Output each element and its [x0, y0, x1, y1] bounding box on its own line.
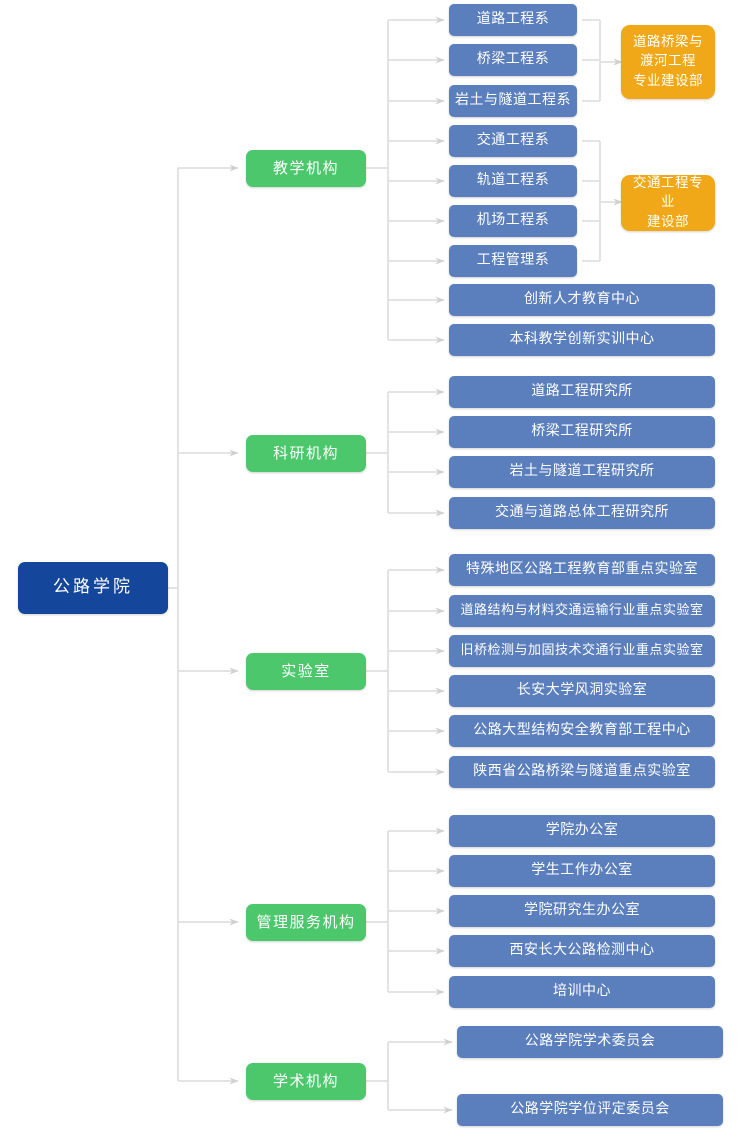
leaf-node-rail-engineering-dept[interactable]: 轨道工程系	[449, 165, 577, 197]
category-node-teaching[interactable]: 教学机构	[246, 150, 366, 187]
tag-label-line-3: 专业建设部	[633, 72, 703, 89]
root-node-highway-college[interactable]: 公路学院	[18, 562, 168, 614]
tag-label-line-2: 渡河工程	[640, 53, 696, 70]
leaf-label: 岩土与隧道工程系	[455, 92, 571, 109]
category-node-research[interactable]: 科研机构	[246, 435, 366, 472]
leaf-node-shaanxi-highway-bridge-tunnel-lab[interactable]: 陕西省公路桥梁与隧道重点实验室	[449, 756, 715, 788]
leaf-node-old-bridge-inspection-lab[interactable]: 旧桥检测与加固技术交通行业重点实验室	[449, 635, 715, 667]
leaf-node-bridge-engineering-dept[interactable]: 桥梁工程系	[449, 44, 577, 76]
leaf-label: 学院办公室	[545, 822, 619, 839]
leaf-node-traffic-engineering-dept[interactable]: 交通工程系	[449, 125, 577, 157]
leaf-node-engineering-management-dept[interactable]: 工程管理系	[449, 245, 577, 277]
leaf-label: 创新人才教育中心	[524, 291, 640, 308]
leaf-label: 公路学院学位评定委员会	[510, 1101, 670, 1118]
leaf-node-traffic-road-overall-institute[interactable]: 交通与道路总体工程研究所	[449, 497, 715, 529]
leaf-node-geotech-tunnel-institute[interactable]: 岩土与隧道工程研究所	[449, 456, 715, 488]
category-node-academic[interactable]: 学术机构	[246, 1063, 366, 1100]
tag-label-line-1: 道路桥梁与	[633, 33, 703, 50]
leaf-node-undergraduate-training-center[interactable]: 本科教学创新实训中心	[449, 324, 715, 356]
leaf-label: 道路工程系	[476, 11, 550, 28]
leaf-node-college-office[interactable]: 学院办公室	[449, 815, 715, 847]
leaf-label: 学生工作办公室	[531, 862, 633, 879]
leaf-label: 交通与道路总体工程研究所	[495, 504, 669, 521]
leaf-node-highway-large-structure-safety-center[interactable]: 公路大型结构安全教育部工程中心	[449, 715, 715, 747]
leaf-label: 机场工程系	[476, 212, 550, 229]
tag-label-line-1: 交通工程专业	[633, 174, 703, 211]
leaf-label: 桥梁工程系	[476, 51, 550, 68]
leaf-node-student-affairs-office[interactable]: 学生工作办公室	[449, 855, 715, 887]
leaf-node-road-engineering-dept[interactable]: 道路工程系	[449, 4, 577, 36]
tag-node-traffic-engineering-construction-dept[interactable]: 交通工程专业 建设部	[621, 175, 715, 231]
category-node-management[interactable]: 管理服务机构	[246, 904, 366, 941]
leaf-label: 轨道工程系	[476, 172, 550, 189]
leaf-node-road-engineering-institute[interactable]: 道路工程研究所	[449, 376, 715, 408]
leaf-node-geotech-tunnel-dept[interactable]: 岩土与隧道工程系	[449, 85, 577, 117]
leaf-node-road-structure-material-lab[interactable]: 道路结构与材料交通运输行业重点实验室	[449, 595, 715, 627]
leaf-label: 学院研究生办公室	[524, 902, 640, 919]
leaf-node-xian-changda-highway-testing-center[interactable]: 西安长大公路检测中心	[449, 935, 715, 967]
leaf-label: 陕西省公路桥梁与隧道重点实验室	[473, 763, 691, 780]
leaf-label: 道路结构与材料交通运输行业重点实验室	[460, 602, 704, 618]
category-label-laboratory: 实验室	[281, 661, 331, 680]
leaf-label: 长安大学风洞实验室	[516, 682, 648, 699]
leaf-label: 岩土与隧道工程研究所	[509, 463, 655, 480]
tag-node-road-bridge-river-crossing-construction-dept[interactable]: 道路桥梁与 渡河工程 专业建设部	[621, 25, 715, 99]
leaf-label: 公路学院学术委员会	[524, 1033, 656, 1050]
leaf-label: 特殊地区公路工程教育部重点实验室	[466, 561, 698, 578]
category-label-academic: 学术机构	[272, 1071, 339, 1090]
leaf-node-training-center[interactable]: 培训中心	[449, 976, 715, 1008]
leaf-label: 培训中心	[553, 983, 611, 1000]
tag-label-line-2: 建设部	[647, 213, 689, 230]
category-node-laboratory[interactable]: 实验室	[246, 653, 366, 690]
leaf-node-special-region-highway-lab[interactable]: 特殊地区公路工程教育部重点实验室	[449, 554, 715, 586]
leaf-node-bridge-engineering-institute[interactable]: 桥梁工程研究所	[449, 416, 715, 448]
leaf-node-changan-university-wind-tunnel-lab[interactable]: 长安大学风洞实验室	[449, 675, 715, 707]
category-label-research: 科研机构	[272, 443, 339, 462]
leaf-label: 西安长大公路检测中心	[509, 942, 655, 959]
category-label-teaching: 教学机构	[272, 158, 339, 177]
leaf-node-graduate-office[interactable]: 学院研究生办公室	[449, 895, 715, 927]
leaf-label: 交通工程系	[476, 132, 550, 149]
leaf-node-innovation-talent-education-center[interactable]: 创新人才教育中心	[449, 284, 715, 316]
leaf-label: 本科教学创新实训中心	[509, 331, 655, 348]
leaf-label: 公路大型结构安全教育部工程中心	[473, 722, 691, 739]
leaf-node-academic-committee[interactable]: 公路学院学术委员会	[457, 1026, 723, 1058]
leaf-node-degree-evaluation-committee[interactable]: 公路学院学位评定委员会	[457, 1094, 723, 1126]
category-label-management: 管理服务机构	[256, 912, 356, 931]
leaf-label: 桥梁工程研究所	[531, 423, 633, 440]
leaf-label: 旧桥检测与加固技术交通行业重点实验室	[460, 642, 704, 658]
leaf-label: 道路工程研究所	[531, 383, 633, 400]
leaf-label: 工程管理系	[476, 252, 550, 269]
leaf-node-airport-engineering-dept[interactable]: 机场工程系	[449, 205, 577, 237]
root-node-label: 公路学院	[53, 577, 133, 598]
